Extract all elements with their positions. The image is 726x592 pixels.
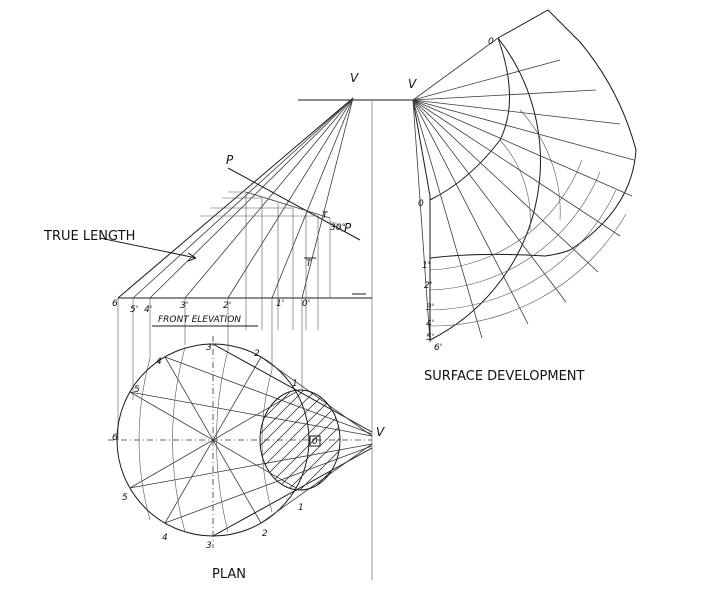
development-point-1: 1' bbox=[422, 261, 430, 271]
angle-arc bbox=[329, 221, 343, 233]
development-arc bbox=[499, 139, 531, 231]
true-length-heading: TRUE LENGTH bbox=[43, 229, 135, 244]
elevation-point-0: 0' bbox=[302, 299, 310, 309]
development-point-4: 4' bbox=[426, 319, 434, 329]
elevation-point-1: 1' bbox=[276, 299, 284, 309]
development-radial bbox=[412, 99, 621, 237]
front-elevation: V P P 30° T T 6 5' 4' 3' 2' 1' 0' FRONT … bbox=[112, 71, 415, 580]
development-arc bbox=[429, 171, 601, 291]
front-elevation-heading: FRONT ELEVATION bbox=[158, 315, 241, 325]
apex-development-label: V bbox=[408, 77, 417, 91]
plan-point-4b: 4 bbox=[162, 533, 168, 543]
generator-0 bbox=[301, 97, 354, 299]
development-radial bbox=[412, 99, 621, 125]
plan-point-4: 4 bbox=[156, 357, 162, 367]
plan-point-5: 5 bbox=[134, 385, 140, 395]
development-radial bbox=[412, 37, 499, 101]
apex-plan-label: V bbox=[376, 425, 385, 439]
true-length-annotation: TRUE LENGTH bbox=[43, 229, 197, 262]
plan-heading: PLAN bbox=[212, 567, 246, 582]
plan-generator bbox=[129, 391, 373, 437]
top-point-label-2: T bbox=[306, 259, 313, 269]
development-radial bbox=[412, 99, 599, 273]
plan-generator bbox=[129, 443, 373, 489]
section-plane-label-2: P bbox=[344, 221, 352, 235]
section-plane-line bbox=[227, 167, 361, 241]
development-arc bbox=[429, 213, 627, 327]
elevation-point-6: 6 bbox=[112, 299, 118, 309]
development-arc bbox=[429, 189, 617, 311]
plan-point-3b: 3 bbox=[206, 541, 212, 551]
true-length-leader bbox=[99, 237, 197, 259]
top-point-label: T bbox=[322, 211, 329, 221]
development-edge-line bbox=[412, 99, 431, 197]
plan-point-6: 6 bbox=[112, 433, 118, 443]
development-radial bbox=[412, 99, 635, 161]
plan-generator bbox=[164, 356, 373, 435]
generator-2 bbox=[227, 97, 354, 299]
angle-label: 30° bbox=[330, 223, 346, 233]
plan-generator bbox=[260, 443, 373, 524]
development-radial bbox=[412, 99, 529, 325]
development-radial bbox=[412, 99, 567, 303]
plan-view: V 1 1 2 2 3 3 4 4 5 5 6 0 PLAN bbox=[108, 336, 385, 582]
plan-point-2: 2 bbox=[262, 529, 268, 539]
section-arc bbox=[138, 357, 151, 521]
section-arc bbox=[261, 369, 273, 513]
apex-elevation-label: V bbox=[350, 71, 359, 85]
plan-point-3: 3 bbox=[206, 343, 212, 353]
generator-3 bbox=[184, 97, 354, 299]
arrow-icon bbox=[187, 252, 197, 262]
plan-point-1b: 1 bbox=[298, 503, 304, 513]
development-inner-curve bbox=[429, 37, 511, 201]
development-point-5: 5' bbox=[426, 333, 434, 343]
surface-development: V 0 0 1' 2' 3' 4' 5' 6' SURFACE DEVELOPM… bbox=[408, 9, 637, 384]
development-radial bbox=[412, 89, 597, 101]
plan-point-0: 0 bbox=[312, 437, 318, 447]
development-point-0b: 0 bbox=[418, 199, 424, 209]
development-radial bbox=[412, 99, 483, 339]
development-point-0: 0 bbox=[488, 37, 494, 47]
generator-1 bbox=[271, 97, 354, 299]
development-outer-arc bbox=[429, 37, 541, 341]
development-arc bbox=[429, 159, 583, 271]
elevation-point-5: 5' bbox=[130, 305, 138, 315]
plan-point-5b: 5 bbox=[122, 493, 128, 503]
elevation-point-2: 2' bbox=[223, 301, 231, 311]
development-radial bbox=[412, 99, 431, 343]
development-lower-curve bbox=[429, 249, 571, 259]
plan-point-2b: 2 bbox=[254, 349, 260, 359]
development-point-6: 6' bbox=[434, 343, 442, 353]
plan-generator bbox=[260, 356, 373, 437]
radial-line bbox=[164, 356, 262, 524]
plan-generator bbox=[164, 445, 373, 524]
development-point-2: 2' bbox=[424, 281, 432, 291]
development-radial bbox=[412, 59, 561, 101]
section-arc bbox=[172, 346, 186, 533]
section-arc bbox=[216, 349, 229, 533]
development-arc bbox=[519, 109, 561, 221]
elevation-point-3: 3' bbox=[180, 301, 188, 311]
development-top-edge bbox=[497, 9, 637, 251]
section-marker bbox=[309, 435, 321, 447]
development-point-3: 3' bbox=[426, 303, 434, 313]
development-radial bbox=[412, 99, 633, 197]
surface-development-heading: SURFACE DEVELOPMENT bbox=[424, 369, 585, 384]
section-cut-line bbox=[245, 191, 331, 219]
elevation-point-4: 4' bbox=[144, 305, 152, 315]
plan-point-1: 1 bbox=[292, 379, 298, 389]
section-plane-label: P bbox=[226, 153, 234, 167]
